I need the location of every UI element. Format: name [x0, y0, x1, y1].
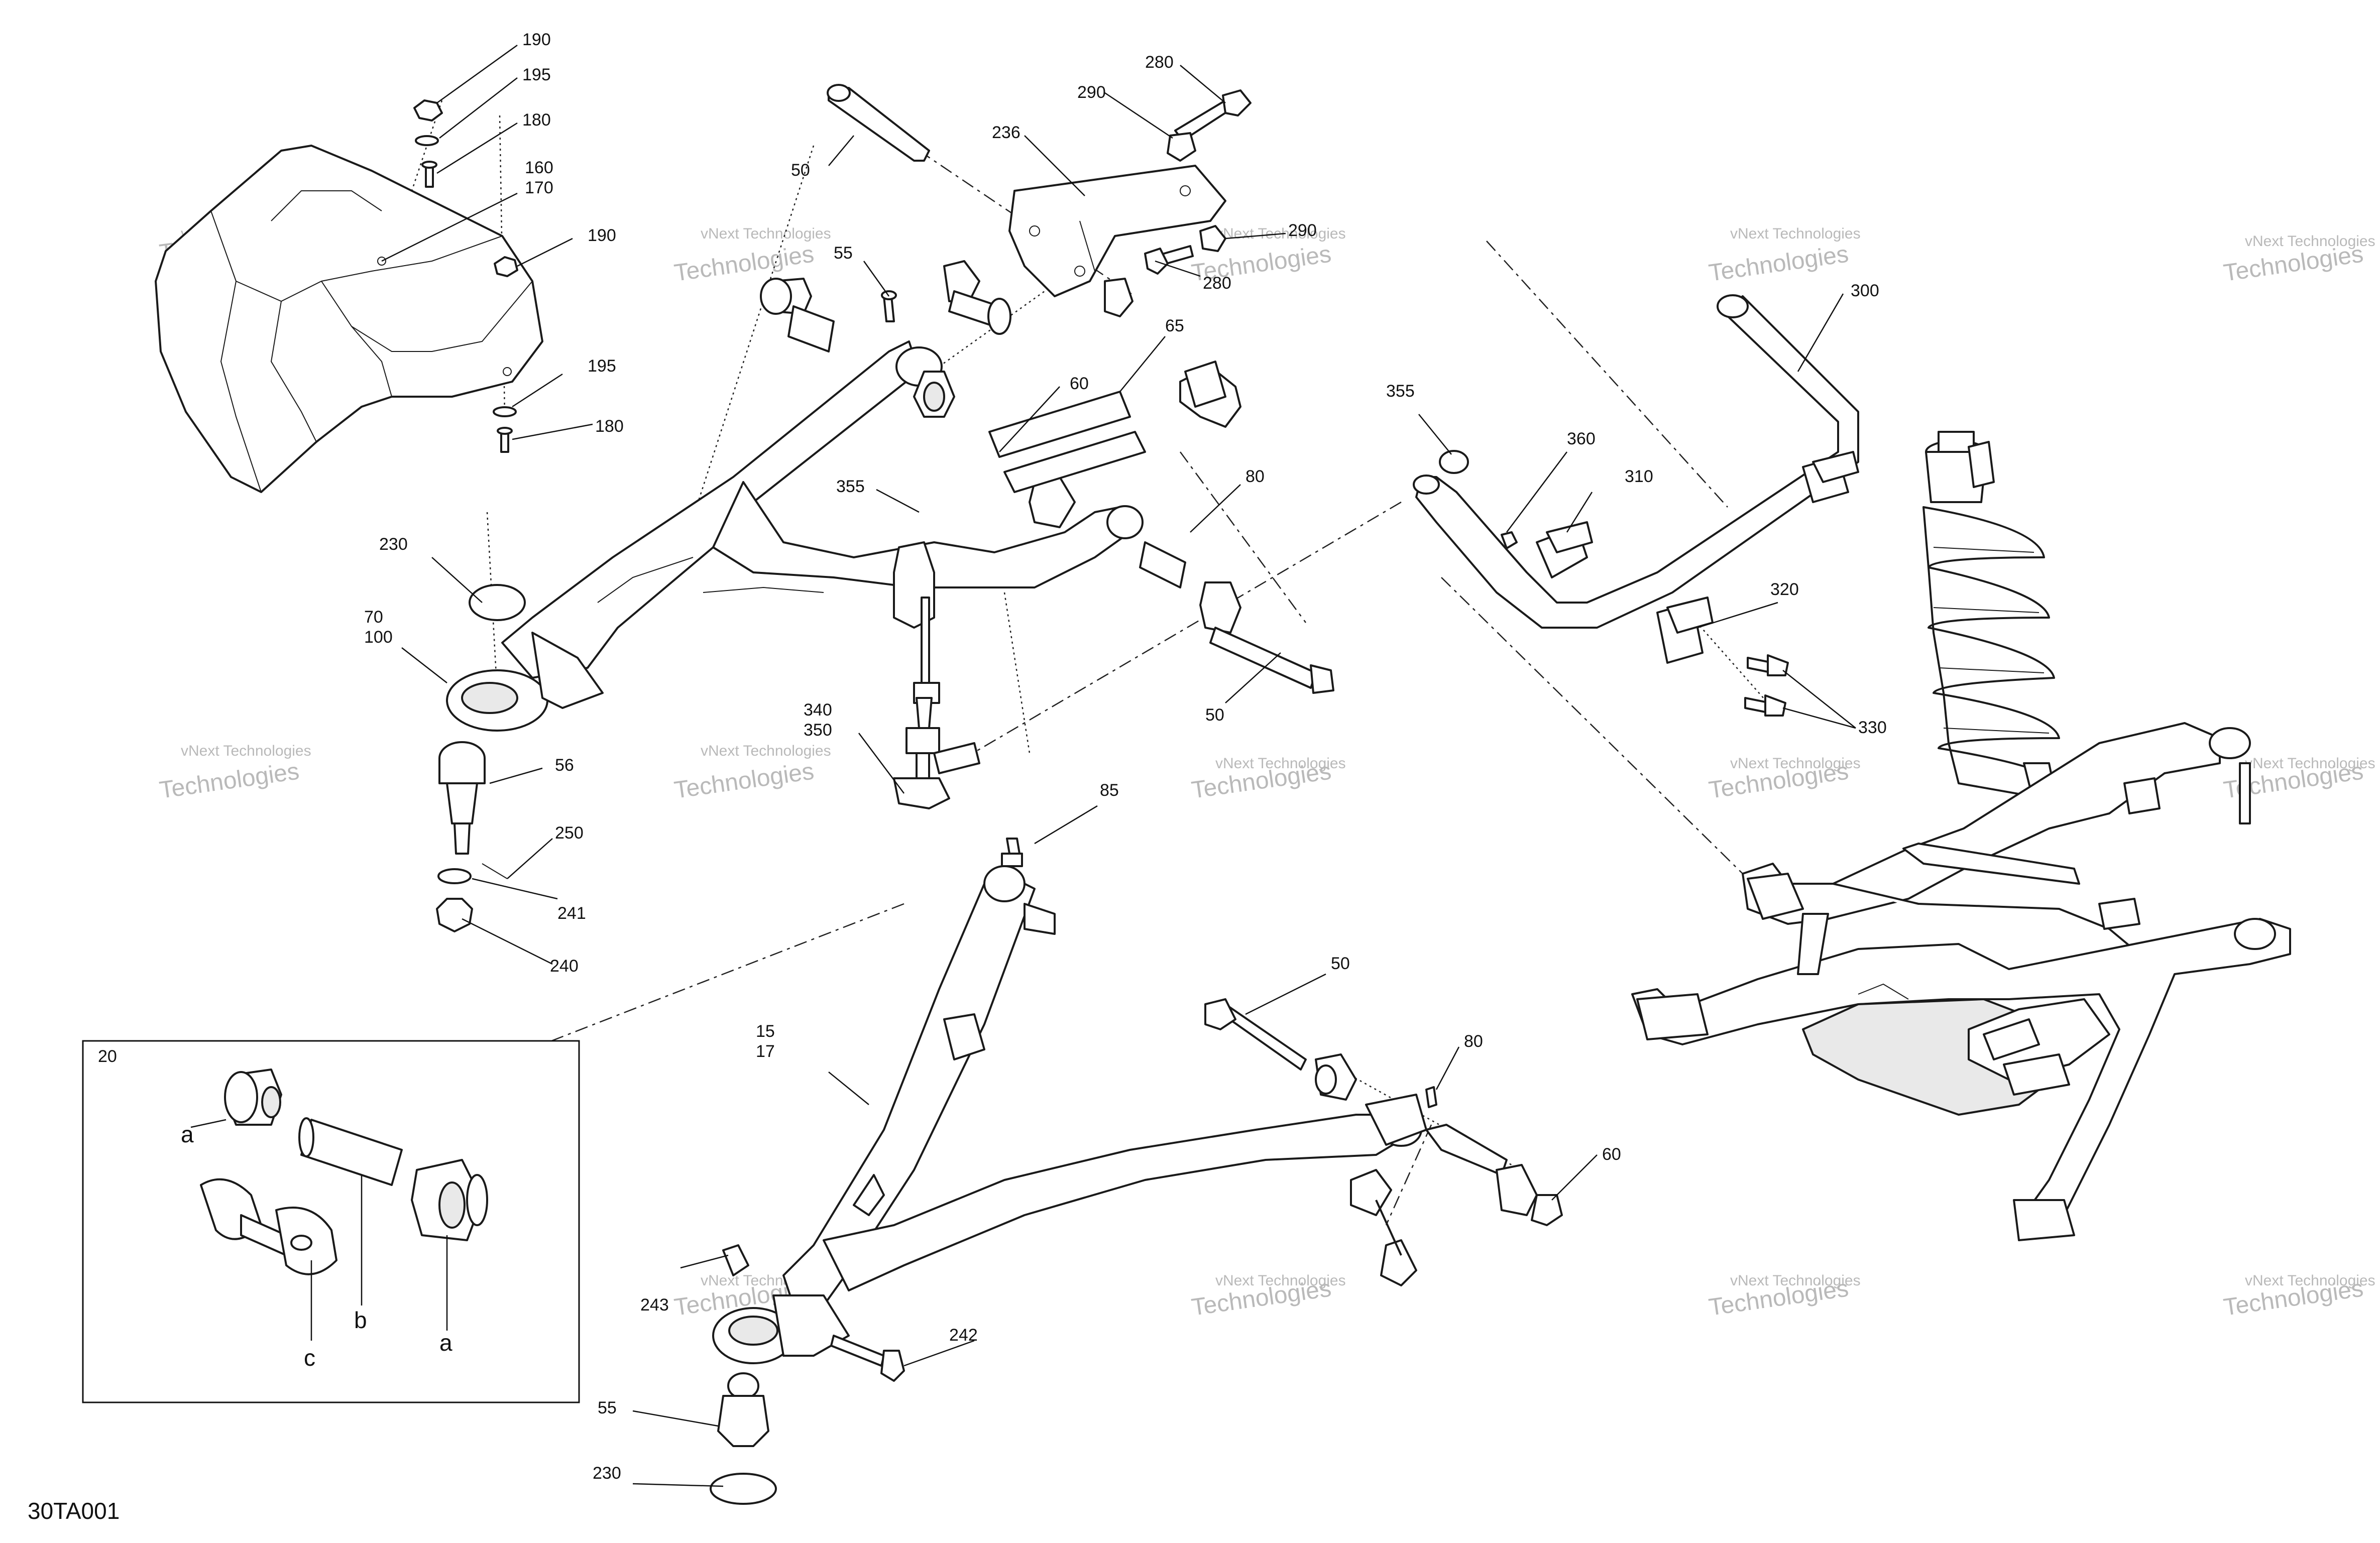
svg-text:vNext Technologies: vNext Technologies — [1730, 755, 1861, 772]
callout-190: 190 — [522, 30, 551, 49]
callout-240: 240 — [550, 957, 579, 976]
svg-text:Technologies: Technologies — [1707, 241, 1850, 286]
inset-label-b: b — [354, 1307, 367, 1333]
callout-340: 340 — [804, 700, 832, 720]
svg-text:Technologies: Technologies — [672, 758, 816, 803]
svg-text:vNext Technologies: vNext Technologies — [1730, 225, 1861, 242]
ball-joint-56 — [438, 741, 486, 855]
callout-100: 100 — [364, 628, 393, 647]
assembled-suspension — [1631, 722, 2291, 1241]
plates-65 — [988, 361, 1241, 493]
callout-355: 355 — [836, 477, 865, 496]
callout-56: 56 — [555, 756, 574, 775]
callout-60: 60 — [1602, 1145, 1621, 1164]
callout-355: 355 — [1386, 382, 1415, 401]
callout-290: 290 — [1077, 83, 1106, 102]
callout-241: 241 — [557, 904, 586, 923]
callout-80: 80 — [1245, 467, 1265, 486]
callout-195: 195 — [588, 357, 616, 376]
leader-lines — [381, 44, 1856, 1487]
callout-85: 85 — [1100, 781, 1119, 800]
ball-joint-55 — [710, 1372, 777, 1505]
bolts-280-290 — [1104, 89, 1252, 317]
callout-290: 290 — [1288, 221, 1317, 240]
callout-350: 350 — [804, 721, 832, 740]
svg-text:vNext Technologies: vNext Technologies — [2245, 755, 2375, 772]
upper-a-arm-left — [446, 340, 1144, 732]
bracket-236 — [1008, 165, 1226, 297]
fasteners-240-241-250 — [436, 863, 508, 932]
callout-242: 242 — [949, 1326, 978, 1345]
callout-280: 280 — [1203, 274, 1231, 293]
callout-230: 230 — [593, 1464, 621, 1483]
callout-236: 236 — [992, 123, 1021, 142]
callout-300: 300 — [1851, 281, 1879, 300]
lower-a-arm — [712, 865, 1427, 1364]
callout-55: 55 — [834, 244, 853, 263]
callout-160: 160 — [525, 158, 553, 177]
skid-plate — [155, 145, 543, 493]
callout-360: 360 — [1567, 429, 1596, 448]
callout-65: 65 — [1165, 316, 1184, 335]
svg-text:vNext Technologies: vNext Technologies — [2245, 1272, 2375, 1289]
callout-50: 50 — [791, 161, 810, 180]
svg-text:vNext Technologies: vNext Technologies — [701, 225, 831, 242]
retaining-ring-230-top — [469, 584, 526, 621]
inset-label-a2: a — [439, 1330, 452, 1356]
stabilizer-bar-300 — [1413, 294, 1859, 629]
callout-50: 50 — [1205, 705, 1224, 725]
callout-330: 330 — [1858, 718, 1887, 737]
callout-280: 280 — [1145, 53, 1174, 72]
callout-243: 243 — [640, 1295, 669, 1315]
callout-180: 180 — [522, 110, 551, 130]
callout-250: 250 — [555, 823, 584, 843]
callout-80: 80 — [1464, 1032, 1483, 1051]
callout-50: 50 — [1331, 954, 1350, 973]
svg-text:Technologies: Technologies — [158, 758, 301, 803]
svg-text:vNext Technologies: vNext Technologies — [1215, 1272, 1346, 1289]
inset-panel: 20 a b c a — [82, 1040, 580, 1403]
svg-text:vNext Technologies: vNext Technologies — [2245, 233, 2375, 250]
inset-label-c: c — [304, 1345, 315, 1371]
stabilizer-hardware — [1439, 450, 1789, 717]
diagram-code: 30TA001 — [28, 1498, 120, 1524]
shock-absorber — [1922, 431, 2065, 824]
callout-230: 230 — [379, 535, 408, 554]
inset-label-a1: a — [181, 1121, 194, 1147]
callout-180: 180 — [595, 417, 624, 436]
callout-70: 70 — [364, 608, 383, 627]
svg-text:vNext Technologies: vNext Technologies — [701, 743, 831, 759]
callout-labels: 190 195 180 160 170 190 195 180 50 55 23… — [364, 30, 1887, 1483]
lower-arm-hardware — [722, 838, 1563, 1382]
callout-55: 55 — [598, 1398, 617, 1417]
callout-15: 15 — [756, 1022, 775, 1041]
callout-320: 320 — [1770, 580, 1799, 599]
sway-bar-link — [893, 697, 980, 809]
svg-text:vNext Technologies: vNext Technologies — [181, 743, 311, 759]
inset-number: 20 — [98, 1047, 117, 1066]
svg-text:vNext Technologies: vNext Technologies — [1730, 1272, 1861, 1289]
callout-195: 195 — [522, 65, 551, 84]
callout-190: 190 — [588, 226, 616, 245]
callout-60: 60 — [1070, 374, 1089, 393]
skid-plate-hardware — [413, 99, 518, 453]
svg-text:vNext Technologies: vNext Technologies — [1215, 755, 1346, 772]
callout-170: 170 — [525, 178, 553, 197]
callout-17: 17 — [756, 1042, 775, 1061]
callout-310: 310 — [1625, 467, 1653, 486]
